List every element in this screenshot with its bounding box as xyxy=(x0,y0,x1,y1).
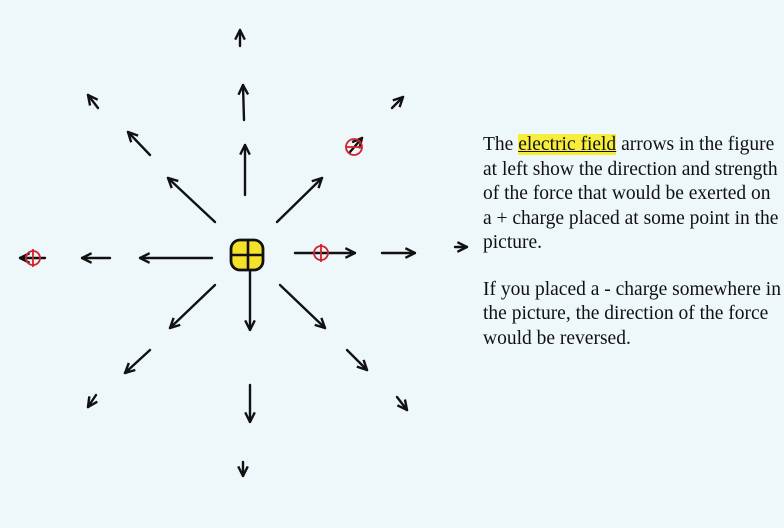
highlighted-term: electric field xyxy=(518,134,617,155)
paragraph-negative-charge: If you placed a - charge somewhere in th… xyxy=(483,278,781,349)
arrow-ne-inner xyxy=(275,178,322,224)
arrow-se-outer xyxy=(395,395,407,410)
arrow-sw-inner xyxy=(170,283,217,328)
central-positive-charge xyxy=(229,238,265,272)
arrow-nw-inner xyxy=(168,178,217,224)
text: The xyxy=(483,134,519,155)
test-charge-left xyxy=(25,249,41,267)
arrow-sw-outer xyxy=(88,393,96,407)
arrow-up-mid xyxy=(243,85,244,122)
arrow-ne-mid xyxy=(348,138,362,154)
arrow-se-inner xyxy=(278,283,325,328)
text: arrows in the figure at left show the di… xyxy=(483,134,779,253)
test-charge-ne xyxy=(345,138,363,156)
arrow-ne-outer xyxy=(390,97,403,110)
test-charge-right xyxy=(313,244,329,262)
explanation-text: The electric field arrows in the figure … xyxy=(483,133,783,373)
arrow-se-mid xyxy=(345,348,367,370)
arrow-nw-outer xyxy=(88,95,100,110)
paragraph-field-definition: The electric field arrows in the figure … xyxy=(483,133,783,256)
arrow-nw-mid xyxy=(128,132,152,157)
arrow-sw-mid xyxy=(125,348,152,373)
